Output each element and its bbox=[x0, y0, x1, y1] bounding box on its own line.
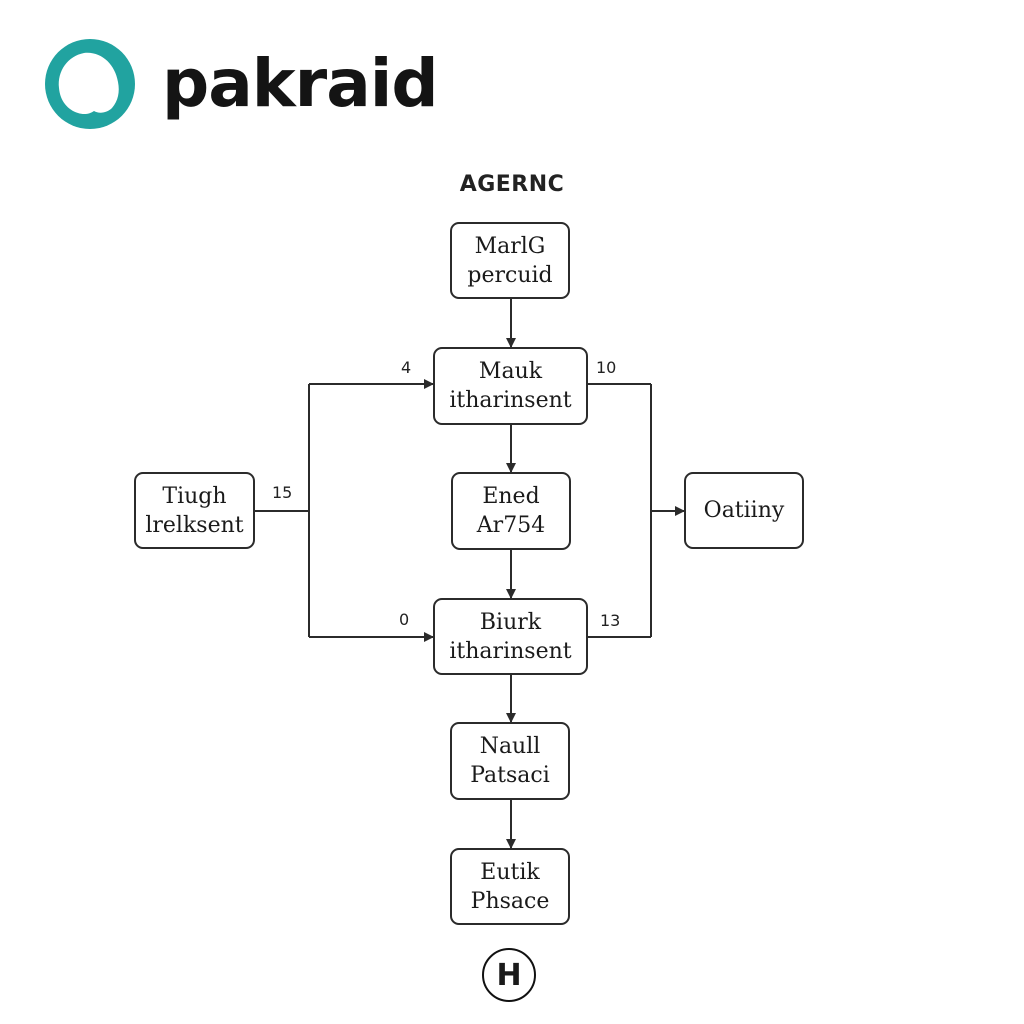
node-bottom2-line1: Eutik bbox=[480, 859, 540, 885]
node-lower: Biurk itharinsent bbox=[433, 598, 588, 675]
node-upper: Mauk itharinsent bbox=[433, 347, 588, 425]
node-right-line1: Oatiiny bbox=[703, 498, 785, 523]
node-left: Tiugh lrelksent bbox=[134, 472, 255, 549]
node-right: Oatiiny bbox=[684, 472, 804, 549]
edge-label-into-lower: 0 bbox=[399, 610, 410, 629]
node-top-line1: MarlG bbox=[474, 233, 546, 259]
diagram-title: AGERNC bbox=[459, 172, 565, 197]
node-upper-line2: itharinsent bbox=[449, 388, 572, 413]
node-bottom2-line2: Phsace bbox=[470, 888, 550, 914]
node-left-line1: Tiugh bbox=[162, 483, 227, 509]
edge-label-lower-out: 13 bbox=[600, 611, 621, 630]
node-lower-line1: Biurk bbox=[479, 609, 542, 635]
edge-label-left-out: 15 bbox=[272, 483, 293, 502]
brand-logo-icon bbox=[45, 39, 135, 129]
node-top: MarlG percuid bbox=[450, 222, 570, 299]
node-lower-line2: itharinsent bbox=[449, 638, 572, 664]
node-middle-line1: Ened bbox=[482, 484, 540, 509]
node-upper-line1: Mauk bbox=[478, 359, 543, 384]
node-left-line2: lrelksent bbox=[145, 512, 244, 538]
node-middle: Ened Ar754 bbox=[451, 472, 571, 550]
end-circle-h-icon: H bbox=[482, 948, 536, 1002]
brand-name: pakraid bbox=[162, 45, 439, 122]
node-bottom1: Naull Patsaci bbox=[450, 722, 570, 800]
node-top-line2: percuid bbox=[467, 262, 553, 288]
node-bottom1-line2: Patsaci bbox=[470, 763, 550, 788]
node-bottom1-line1: Naull bbox=[479, 734, 541, 759]
node-middle-line2: Ar754 bbox=[476, 513, 546, 538]
edge-label-upper-out: 10 bbox=[596, 358, 617, 377]
edge-label-into-upper: 4 bbox=[401, 358, 412, 377]
node-bottom2: Eutik Phsace bbox=[450, 848, 570, 925]
